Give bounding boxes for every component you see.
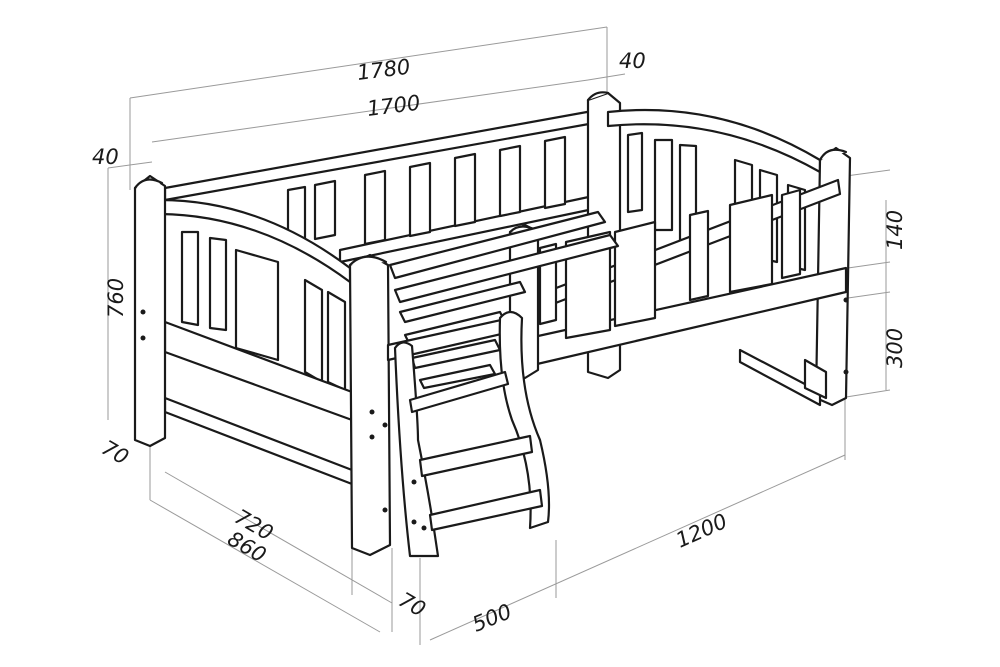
right-base-rail xyxy=(738,348,822,407)
back-slats xyxy=(286,135,567,246)
step-right-stringer xyxy=(498,310,551,530)
mattress-slats xyxy=(388,210,620,390)
step-left-stringer xyxy=(393,341,440,558)
step-tread-2 xyxy=(418,434,534,478)
dim-opening-width: 500 xyxy=(469,599,515,636)
step-tread-3 xyxy=(428,488,544,532)
left-headboard-slats xyxy=(180,230,347,392)
dim-leg-depth-front: 70 xyxy=(395,588,430,622)
dim-rail-height: 140 xyxy=(883,210,907,250)
dim-post-width-left: 40 xyxy=(92,145,119,169)
dim-overall-length: 1780 xyxy=(356,55,412,85)
left-back-post xyxy=(133,174,167,448)
dim-overall-height: 760 xyxy=(104,278,128,318)
dim-rail-clearance: 300 xyxy=(883,328,907,368)
dim-post-width-right: 40 xyxy=(619,49,646,73)
left-front-post xyxy=(348,253,392,557)
dimension-lines xyxy=(107,26,891,645)
dim-inner-length: 1700 xyxy=(366,91,422,121)
dim-leg-depth-left: 70 xyxy=(98,436,133,470)
step-ladder xyxy=(393,310,551,558)
bed-frame xyxy=(133,91,852,558)
front-slats xyxy=(538,188,802,340)
step-tread-1 xyxy=(408,370,510,414)
dim-rail-length: 1200 xyxy=(672,509,731,553)
